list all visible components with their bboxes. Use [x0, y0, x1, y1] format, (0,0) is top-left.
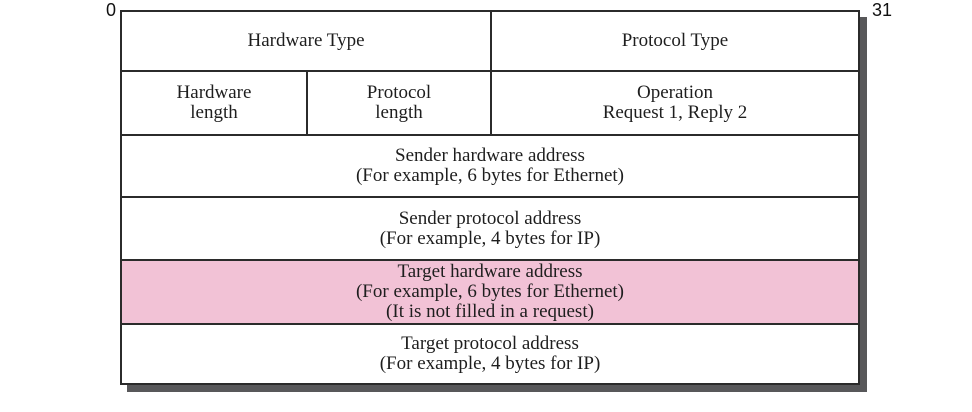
field-protocol-type: Protocol Type [490, 12, 858, 70]
field-protocol-length: Protocol length [306, 72, 490, 134]
field-label: Protocol Type [621, 30, 729, 51]
field-hardware-type: Hardware Type [122, 12, 490, 70]
field-target-hardware-address: Target hardware address (For example, 6 … [122, 261, 858, 323]
field-label: Protocol [366, 82, 432, 103]
field-sender-hardware-address: Sender hardware address (For example, 6 … [122, 136, 858, 196]
field-label: Hardware [176, 82, 252, 103]
table-row: Sender hardware address (For example, 6 … [122, 134, 858, 196]
field-label: Operation [637, 82, 713, 103]
field-label: Sender protocol address [398, 207, 582, 229]
field-label: Target hardware address [397, 261, 583, 282]
field-operation: Operation Request 1, Reply 2 [490, 72, 858, 134]
field-note: (For example, 6 bytes for Ethernet) [355, 165, 625, 186]
field-label: Request 1, Reply 2 [602, 102, 748, 123]
field-note: (For example, 6 bytes for Ethernet) [355, 281, 625, 302]
field-label: Sender hardware address [395, 145, 585, 166]
field-label: Target protocol address [401, 333, 579, 354]
table-row: Sender protocol address (For example, 4 … [122, 196, 858, 259]
field-target-protocol-address: Target protocol address (For example, 4 … [122, 325, 858, 383]
bit-offset-end-label: 31 [872, 0, 893, 20]
table-row: Hardware length Protocol length Operatio… [122, 70, 858, 134]
table-row: Hardware Type Protocol Type [122, 12, 858, 70]
field-note: (For example, 4 bytes for IP) [379, 353, 601, 374]
packet-format-table: Hardware Type Protocol Type Hardware len… [120, 10, 860, 385]
field-note: (It is not filled in a request) [386, 301, 594, 322]
bit-offset-start-label: 0 [105, 0, 116, 20]
field-label: Hardware Type [247, 30, 365, 51]
field-label: length [375, 102, 423, 123]
table-row: Target hardware address (For example, 6 … [122, 259, 858, 323]
field-hardware-length: Hardware length [122, 72, 306, 134]
field-sender-protocol-address: Sender protocol address (For example, 4 … [122, 198, 858, 259]
field-note: (For example, 4 bytes for IP) [379, 227, 601, 249]
field-label: length [190, 102, 238, 123]
table-row: Target protocol address (For example, 4 … [122, 323, 858, 383]
